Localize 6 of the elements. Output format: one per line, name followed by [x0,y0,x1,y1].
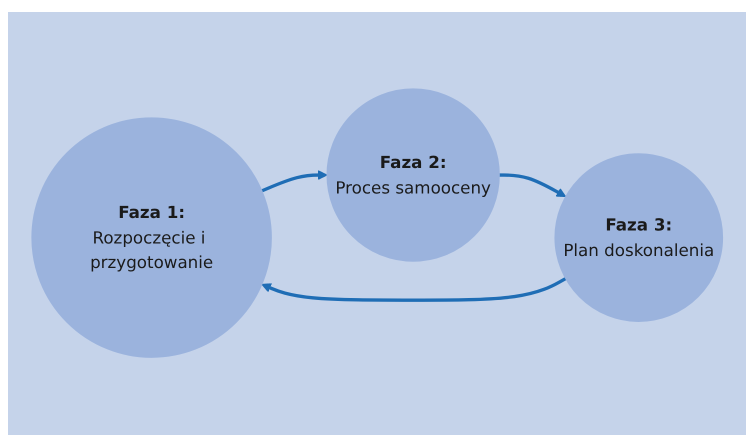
phase-circle: Faza 2: Proces samooceny [326,88,500,262]
arrow [499,174,566,198]
phase-circle: Faza 1: Rozpoczęcie i przygotowanie [31,118,272,358]
phase-circle: Faza 3: Plan doskonalenia [554,154,723,322]
arrow [261,277,566,302]
arrow [260,170,328,193]
